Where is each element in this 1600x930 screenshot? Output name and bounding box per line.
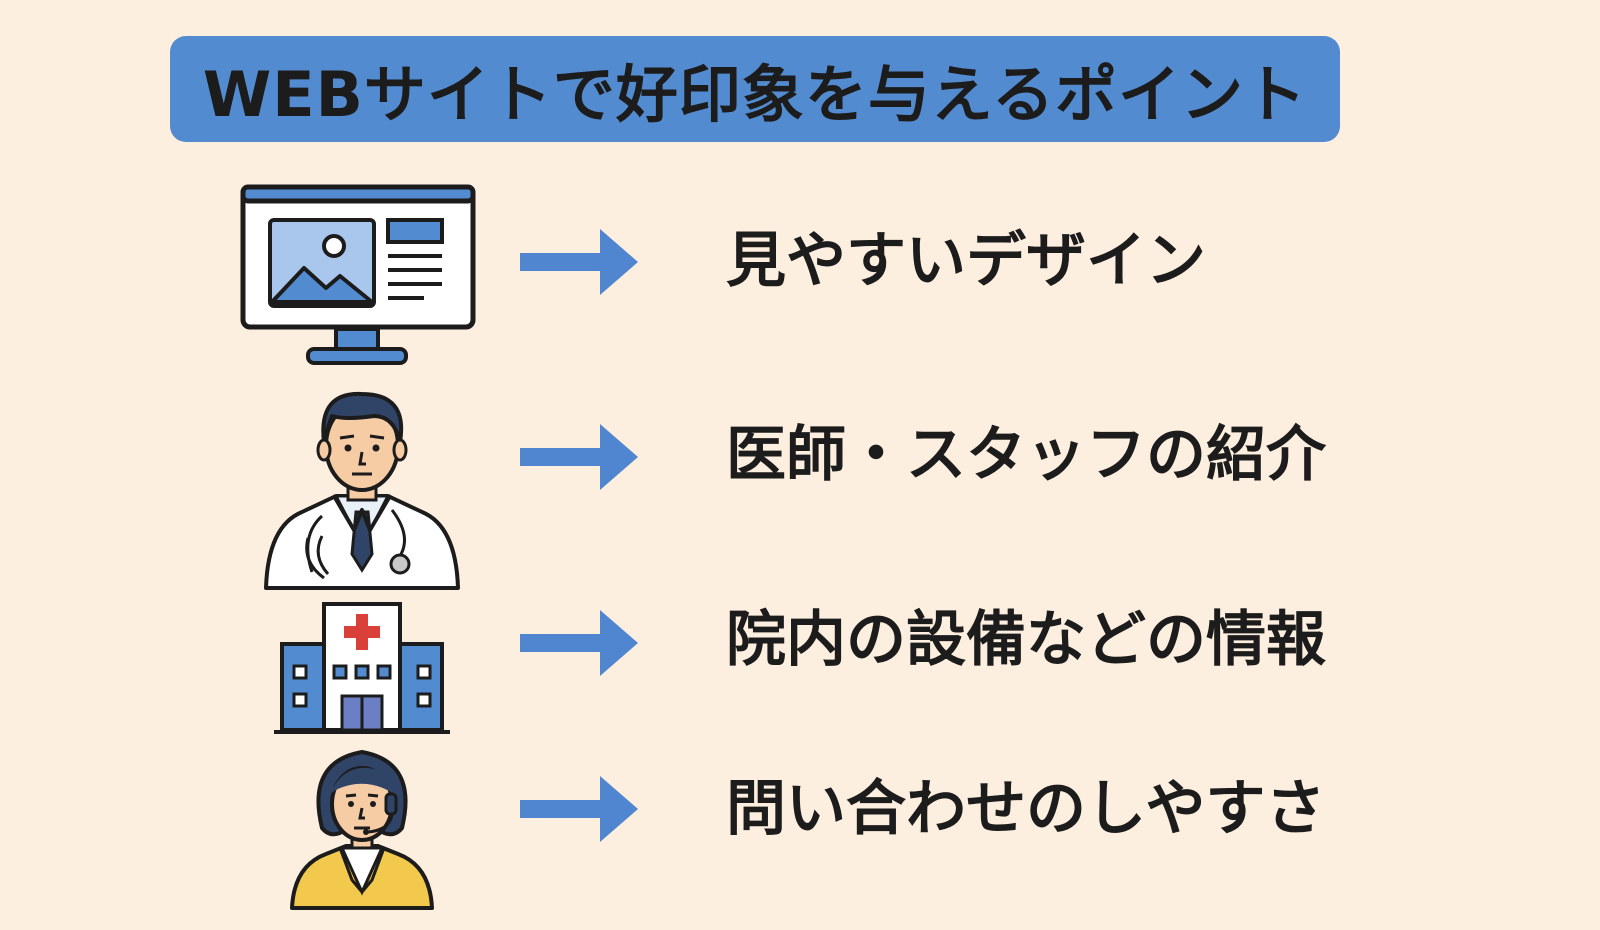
- doctor-icon: [264, 391, 460, 590]
- receptionist-headset-icon: [290, 750, 434, 910]
- page-title: WEBサイトで好印象を与えるポイント: [202, 58, 1308, 131]
- point-label-inquiry: 問い合わせのしやすさ: [726, 774, 1326, 844]
- title-banner: WEBサイトで好印象を与えるポイント: [170, 36, 1340, 142]
- point-label-staff: 医師・スタッフの紹介: [726, 420, 1326, 490]
- hospital-building-icon: [274, 602, 450, 734]
- arrow-right-icon: [520, 229, 638, 295]
- point-label-facilities: 院内の設備などの情報: [726, 605, 1326, 675]
- arrow-right-icon: [520, 776, 638, 842]
- arrow-right-icon: [520, 424, 638, 490]
- arrow-right-icon: [520, 610, 638, 676]
- monitor-website-icon: [240, 184, 476, 365]
- point-label-design: 見やすいデザイン: [726, 226, 1206, 296]
